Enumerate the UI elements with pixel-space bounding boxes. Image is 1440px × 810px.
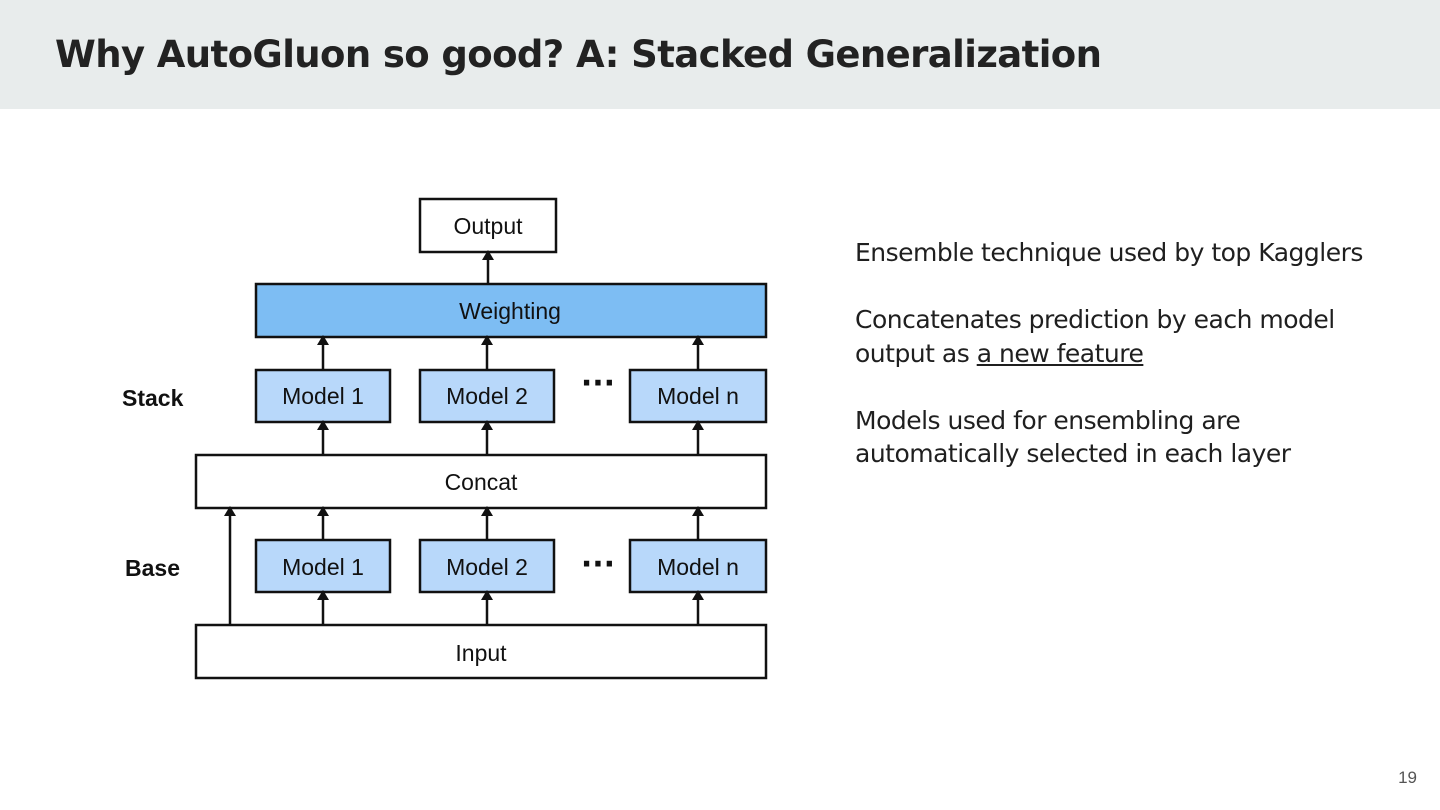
bullet-concatenates: Concatenates prediction by each model ou… (855, 303, 1395, 370)
bullet-ensemble: Ensemble technique used by top Kagglers (855, 238, 1363, 267)
input-label: Input (455, 640, 507, 666)
bullet-concatenates-text: Concatenates prediction by each model ou… (855, 305, 1335, 368)
base-model-label: Model 2 (446, 554, 528, 580)
new-feature-link[interactable]: a new feature (976, 338, 1144, 368)
weighting-label: Weighting (459, 298, 561, 324)
stack-model-label: Model n (657, 383, 739, 409)
input-box (194, 623, 768, 680)
title-bar: Why AutoGluon so good? A: Stacked Genera… (0, 0, 1440, 109)
description: Ensemble technique used by top Kagglers … (855, 236, 1395, 504)
base-ellipsis: ··· (581, 547, 615, 582)
bullet-models-selected: Models used for ensembling are automatic… (855, 405, 1291, 469)
base-model-label: Model n (657, 554, 739, 580)
base-model-box (418, 538, 556, 594)
stack-model-label: Model 2 (446, 383, 528, 409)
stack-layer-label: Stack (122, 385, 184, 411)
stack-model-label: Model 1 (282, 383, 364, 409)
output-box (418, 197, 558, 254)
page-number: 19 (1398, 768, 1417, 787)
stacking-diagram: Output Weighting Stack Model 1 Model 2 ·… (122, 197, 768, 680)
output-label: Output (453, 213, 523, 239)
concat-box (194, 453, 768, 510)
weighting-box (254, 282, 768, 339)
stack-ellipsis: ··· (581, 366, 615, 401)
concat-label: Concat (445, 469, 518, 495)
base-layer-label: Base (125, 555, 180, 581)
stack-model-box (418, 368, 556, 424)
slide-title: Why AutoGluon so good? A: Stacked Genera… (55, 33, 1102, 76)
base-model-label: Model 1 (282, 554, 364, 580)
